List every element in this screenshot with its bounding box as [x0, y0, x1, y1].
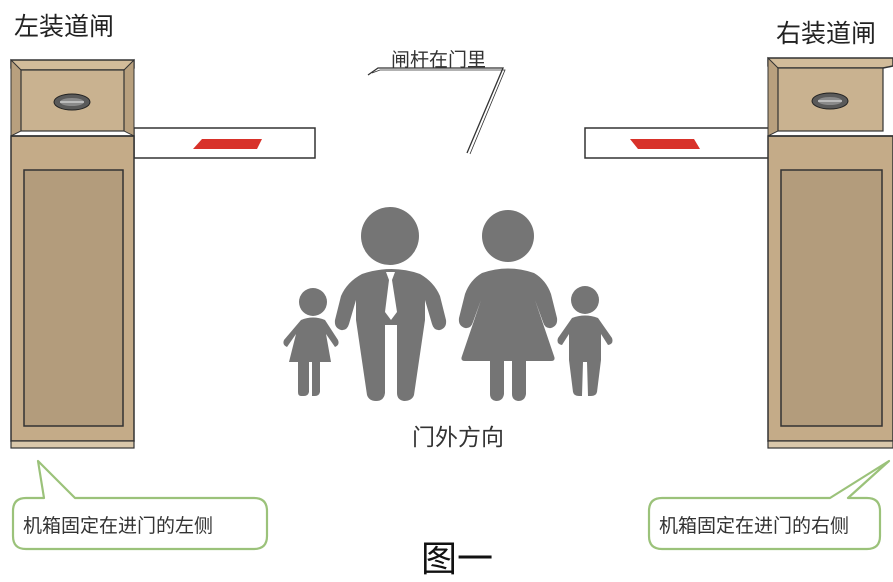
right-cabinet-panel: [780, 169, 883, 427]
left-logo-icon: [53, 93, 91, 111]
child-girl-figure: [283, 288, 339, 396]
right-logo-icon: [811, 92, 849, 110]
mother-figure: [458, 210, 558, 401]
right-gate: [584, 56, 893, 449]
left-cabinet-hood: [10, 59, 135, 71]
family-icon: [283, 207, 613, 401]
arm-annotation-label: 闸杆在门里: [391, 49, 487, 71]
child-boy-figure: [557, 286, 613, 396]
right-barrier-arm: [584, 127, 771, 159]
outside-direction-label: 门外方向: [412, 425, 504, 451]
left-cabinet-panel: [23, 169, 124, 427]
left-cabinet-top: [10, 58, 22, 137]
right-cabinet-hood: [767, 57, 893, 69]
figure-title: 图一: [421, 539, 494, 580]
left-gate: [10, 58, 316, 449]
left-cabinet-base: [10, 440, 135, 449]
right-cabinet-base: [767, 440, 893, 449]
right-gate-title: 右装道闸: [776, 19, 877, 48]
annotation-leader-line: [367, 67, 504, 154]
father-figure: [334, 207, 447, 401]
right-note-label: 机箱固定在进门的右侧: [659, 515, 850, 537]
left-arm-stripe: [193, 139, 262, 149]
left-callout-bubble: [11, 459, 269, 551]
left-note-label: 机箱固定在进门的左侧: [23, 515, 214, 537]
left-gate-title: 左装道闸: [14, 12, 115, 41]
right-arm-stripe: [630, 139, 700, 149]
right-callout-bubble: [647, 459, 891, 551]
